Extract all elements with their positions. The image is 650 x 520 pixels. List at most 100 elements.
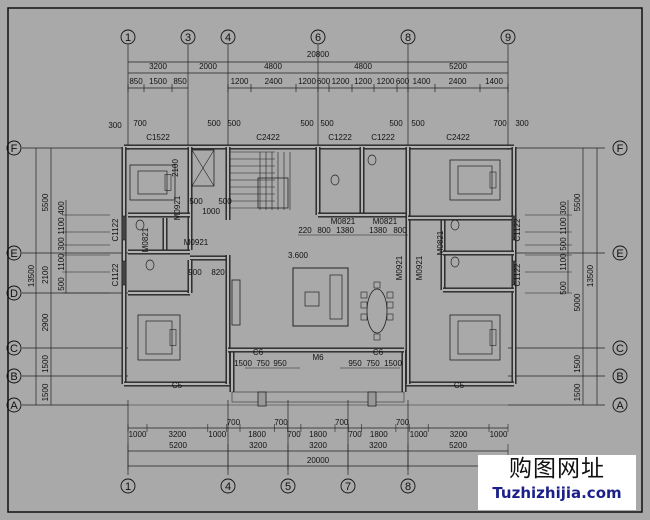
dim-top-detail: 1200	[354, 77, 372, 86]
dim-bottom-detail: 1800	[309, 430, 327, 439]
window-label-top: C1522	[146, 133, 170, 142]
dim-top-detail: 850	[173, 77, 187, 86]
dim-top-axis: 2000	[199, 62, 217, 71]
window-label-top: C2422	[446, 133, 470, 142]
toilet-fixture	[367, 154, 377, 166]
dining-chair	[386, 313, 394, 321]
dim-top-detail: 1400	[485, 77, 503, 86]
side-window	[121, 215, 127, 241]
dim-left: 1500	[41, 383, 50, 401]
dim-bottom-detail: 1000	[129, 430, 147, 439]
door-label: M0921	[415, 255, 424, 280]
dimension-line	[191, 149, 215, 187]
axis-top-1: 1	[125, 32, 131, 44]
interior-dimension: 1500	[384, 359, 402, 368]
dim-bottom-detail: 1000	[490, 430, 508, 439]
side-window	[511, 215, 517, 241]
dim-left-total: 13500	[27, 264, 36, 287]
dim-top-detail: 2400	[265, 77, 283, 86]
axis-left-C: C	[10, 343, 18, 355]
dim-right-detail: 1100	[559, 253, 568, 271]
axis-bottom-7-circle	[340, 478, 356, 494]
dim-bottom-detail: 1800	[248, 430, 266, 439]
window-label-top: C2422	[256, 133, 280, 142]
axis-top-4-circle	[220, 29, 236, 45]
dim-right: 1500	[573, 355, 582, 373]
door-label: M0821	[331, 217, 356, 226]
dim-bottom-detail: 1000	[208, 430, 226, 439]
axis-bottom-1: 1	[125, 481, 131, 493]
bed-top-right-mattress	[457, 165, 493, 195]
dim-top-axis: 4800	[264, 62, 282, 71]
dim-bottom-axis: 3200	[309, 441, 327, 450]
axis-top-8-circle	[400, 29, 416, 45]
axis-bottom-8-circle	[400, 478, 416, 494]
axis-bottom-5: 5	[285, 481, 291, 493]
axis-right-C-circle	[612, 340, 628, 356]
dim-top-detail: 1500	[149, 77, 167, 86]
dim-bottom-detail: 700	[396, 418, 410, 427]
window-label-bottom: C5	[454, 381, 465, 390]
dim-top-axis: 3200	[149, 62, 167, 71]
dim-left-detail: 1100	[57, 253, 66, 271]
toilet-fixture	[135, 219, 145, 231]
bed-bottom-left-mattress	[145, 320, 173, 355]
bed-top-left-pillow	[164, 174, 172, 191]
interior-dimension: 950	[273, 359, 287, 368]
dim-top-detail: 1200	[377, 77, 395, 86]
axis-right-E-circle	[612, 245, 628, 261]
axis-bottom-1-circle	[120, 478, 136, 494]
door-label: M0921	[395, 255, 404, 280]
dim-right-detail: 1100	[559, 217, 568, 235]
dim-bottom-detail: 3200	[169, 430, 187, 439]
axis-left-E: E	[10, 248, 17, 260]
interior-dimension: 3.600	[288, 251, 309, 260]
dim-bottom-detail: 1800	[370, 430, 388, 439]
axis-right-F-circle	[612, 140, 628, 156]
dim-top-detail: 1200	[332, 77, 350, 86]
window-label-top: C1222	[371, 133, 395, 142]
interior-dimension: 1500	[234, 359, 252, 368]
axis-top-1-circle	[120, 29, 136, 45]
door-label: M0921	[173, 195, 182, 220]
axis-right-C: C	[616, 343, 624, 355]
axis-left-A: A	[10, 400, 18, 412]
bed-top-right-pillow	[489, 171, 497, 189]
dining-chair	[386, 301, 394, 309]
dim-top-small: 700	[493, 119, 507, 128]
dim-top-detail: 600	[396, 77, 410, 86]
dim-right-detail: 500	[559, 281, 568, 295]
dim-top-detail: 1400	[413, 77, 431, 86]
interior-dimension: 750	[366, 359, 380, 368]
sofa	[329, 274, 343, 320]
watermark-url: Tuzhizhijia.com	[492, 484, 622, 502]
axis-right-E: E	[616, 248, 623, 260]
side-window	[511, 260, 517, 286]
dim-left-detail: 500	[57, 277, 66, 291]
watermark-badge: 购图网址 Tuzhizhijia.com	[478, 455, 636, 510]
dim-left-detail: 300	[57, 237, 66, 251]
bed-top-left	[129, 164, 176, 201]
dim-top-small: 500	[411, 119, 425, 128]
sofa-set	[292, 267, 349, 327]
axis-left-B: B	[10, 371, 17, 383]
dim-top-small: 500	[207, 119, 221, 128]
axis-top-9-circle	[500, 29, 516, 45]
axis-left-C-circle	[6, 340, 22, 356]
interior-dimension: 820	[211, 268, 225, 277]
axis-left-B-circle	[6, 368, 22, 384]
interior-dimension: 750	[256, 359, 270, 368]
toilet-fixture	[145, 259, 155, 271]
axis-left-F-circle	[6, 140, 22, 156]
door-label: M0821	[373, 217, 398, 226]
door-label: M0921	[184, 238, 209, 247]
interior-dimension: 2100	[171, 159, 180, 177]
dining-chair	[360, 291, 368, 299]
porch-column	[257, 391, 267, 407]
axis-bottom-7: 7	[345, 481, 351, 493]
bed-bottom-right-mattress	[457, 320, 493, 355]
axis-right-A-circle	[612, 397, 628, 413]
interior-dimension: 950	[348, 359, 362, 368]
dim-top-detail: 600	[317, 77, 331, 86]
bed-top-left-mattress	[137, 170, 168, 195]
